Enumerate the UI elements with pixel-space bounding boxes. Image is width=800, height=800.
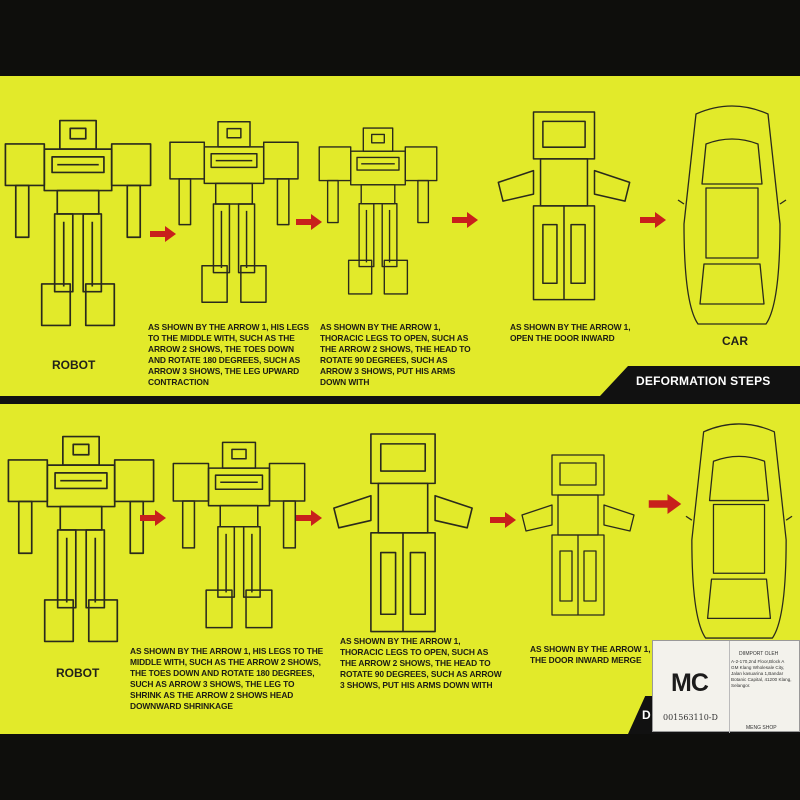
step-2-instruction: AS SHOWN BY THE ARROW 1, THORACIC LEGS T… — [340, 636, 502, 690]
shop-name: MENG SHOP — [746, 725, 777, 731]
figure-step-1 — [169, 118, 299, 306]
car-label: CAR — [722, 334, 748, 348]
step-arrow — [648, 494, 682, 514]
importer-address: A-2-170,2nd Floor,Block A GM Klang Whole… — [731, 659, 792, 688]
step-arrow — [452, 212, 478, 228]
step-1-instruction: AS SHOWN BY THE ARROW 1, HIS LEGS TO THE… — [130, 646, 324, 711]
panel-deformation-top: ROBOT AS SHOWN BY THE ARROW 1, HIS LEGS … — [0, 76, 800, 396]
product-code: 001563110-D — [663, 713, 718, 722]
figure-step-2 — [314, 126, 442, 296]
step-2-instruction: AS SHOWN BY THE ARROW 1, THORACIC LEGS T… — [320, 322, 471, 387]
importer-sticker: MC 001563110-D DIIMPORT OLEH A-2-170,2nd… — [652, 640, 800, 733]
importer-label: DIIMPORT OLEH — [739, 651, 779, 657]
deformation-steps-banner: DEFORMATION STEPS — [600, 366, 800, 396]
step-1-instruction: AS SHOWN BY THE ARROW 1, HIS LEGS TO THE… — [148, 322, 309, 387]
robot-label: ROBOT — [52, 358, 96, 372]
brand-logo: MC — [671, 669, 709, 697]
figure-step-1 — [172, 440, 306, 630]
sticker-divider — [729, 641, 730, 733]
step-3-instruction: AS SHOWN BY THE ARROW 1, OPEN THE DOOR I… — [510, 322, 631, 343]
step-3-instruction: AS SHOWN BY THE ARROW 1, THE DOOR INWARD… — [530, 644, 651, 665]
figure-step-3 — [484, 111, 644, 302]
figure-step-3 — [521, 436, 635, 636]
robot-label: ROBOT — [56, 666, 100, 680]
figure-car — [684, 420, 794, 642]
figure-robot — [4, 434, 158, 644]
figure-car — [676, 100, 788, 330]
panel-divider — [0, 396, 800, 404]
figure-step-2 — [318, 433, 488, 634]
figure-robot — [4, 118, 152, 328]
step-arrow — [490, 512, 516, 528]
step-arrow — [140, 510, 166, 526]
step-arrow — [640, 212, 666, 228]
